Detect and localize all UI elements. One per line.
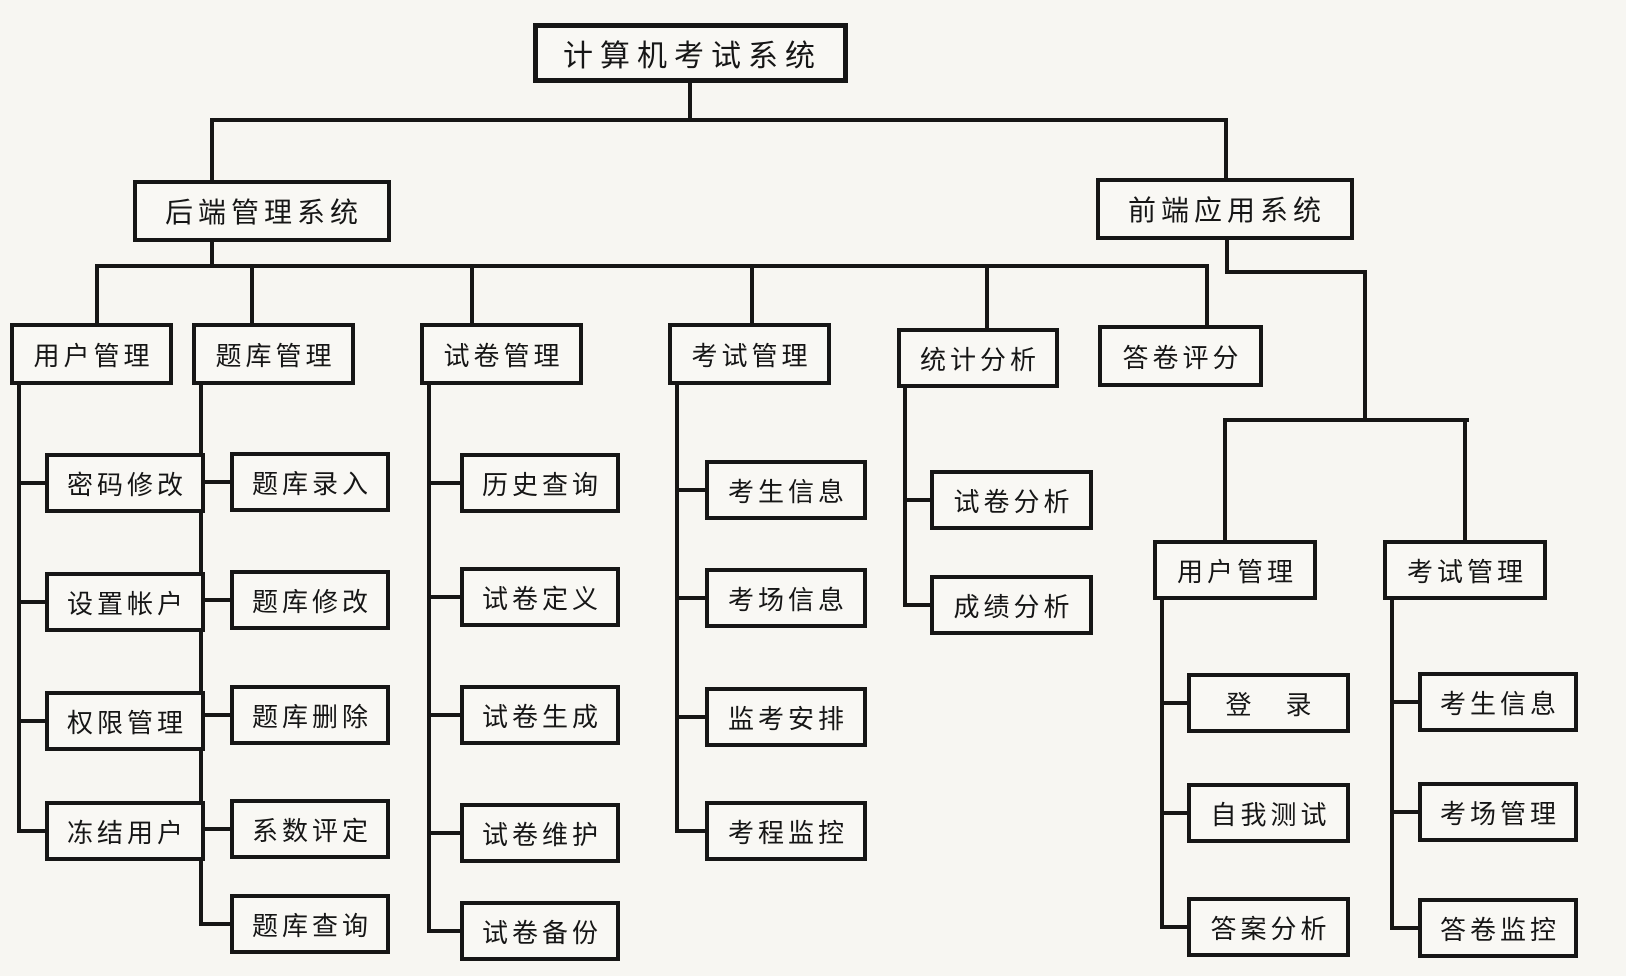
node-bank-delete: 题库删除	[230, 685, 390, 745]
node-paper-maintain: 试卷维护	[460, 803, 620, 863]
connector-line	[95, 264, 1209, 268]
node-paper-define: 试卷定义	[460, 567, 620, 627]
connector-line	[675, 829, 705, 833]
connector-line	[1225, 270, 1367, 274]
connector-line	[427, 831, 460, 835]
node-answer-scoring: 答卷评分	[1098, 325, 1263, 387]
node-answer-analysis: 答案分析	[1187, 897, 1350, 957]
node-self-test: 自我测试	[1187, 783, 1350, 843]
node-invigilation-plan: 监考安排	[705, 687, 867, 747]
node-examinee-info: 考生信息	[705, 460, 867, 520]
connector-line	[1205, 264, 1209, 325]
node-backend-system: 后端管理系统	[133, 180, 391, 242]
connector-line	[199, 827, 230, 831]
connector-line	[427, 595, 460, 599]
node-exam-mgmt: 考试管理	[668, 323, 831, 385]
node-paper-backup: 试卷备份	[460, 901, 620, 961]
node-score-analysis: 成绩分析	[930, 575, 1093, 635]
connector-line	[675, 715, 705, 719]
connector-line	[1160, 925, 1187, 929]
connector-line	[1160, 701, 1187, 705]
connector-line	[1390, 810, 1418, 814]
connector-line	[903, 498, 930, 502]
connector-line	[210, 242, 214, 268]
connector-line	[95, 264, 99, 323]
node-account-setup: 设置帐户	[45, 572, 205, 632]
connector-line	[1363, 270, 1367, 422]
connector-line	[199, 480, 230, 484]
connector-line	[427, 385, 431, 933]
connector-line	[675, 488, 705, 492]
node-root: 计算机考试系统	[533, 23, 848, 83]
connector-line	[17, 385, 21, 833]
connector-line	[210, 118, 1228, 122]
node-fe-user-mgmt: 用户管理	[1153, 540, 1317, 600]
connector-line	[903, 603, 930, 607]
connector-line	[750, 264, 754, 323]
connector-line	[199, 598, 230, 602]
node-examroom-info: 考场信息	[705, 568, 867, 628]
node-freeze-user: 冻结用户	[45, 801, 205, 861]
node-question-bank-mgmt: 题库管理	[192, 323, 355, 385]
node-fe-examinee-info: 考生信息	[1418, 672, 1578, 732]
connector-line	[17, 719, 45, 723]
node-stats-analysis: 统计分析	[897, 328, 1059, 388]
node-examroom-mgmt: 考场管理	[1418, 782, 1578, 842]
connector-line	[17, 481, 45, 485]
connector-line	[1160, 600, 1164, 929]
connector-line	[199, 385, 203, 926]
connector-line	[250, 264, 254, 323]
node-fe-exam-mgmt: 考试管理	[1383, 540, 1547, 600]
connector-line	[427, 713, 460, 717]
connector-line	[17, 600, 45, 604]
node-frontend-system: 前端应用系统	[1096, 178, 1354, 240]
connector-line	[1225, 240, 1229, 274]
node-bank-entry: 题库录入	[230, 452, 390, 512]
node-history-query: 历史查询	[460, 453, 620, 513]
connector-line	[1224, 118, 1228, 178]
node-login: 登 录	[1187, 673, 1350, 733]
node-permission-mgmt: 权限管理	[45, 691, 205, 751]
node-paper-generate: 试卷生成	[460, 685, 620, 745]
connector-line	[688, 83, 692, 120]
connector-line	[210, 118, 214, 180]
node-paper-analysis: 试卷分析	[930, 470, 1093, 530]
connector-line	[1390, 700, 1418, 704]
connector-line	[199, 922, 230, 926]
node-exam-process-monitor: 考程监控	[705, 801, 867, 861]
connector-line	[199, 713, 230, 717]
connector-line	[1390, 600, 1394, 930]
connector-line	[985, 264, 989, 328]
node-paper-mgmt: 试卷管理	[420, 323, 583, 385]
connector-line	[1463, 418, 1467, 540]
connector-line	[1160, 811, 1187, 815]
connector-line	[675, 596, 705, 600]
node-coefficient-rating: 系数评定	[230, 799, 390, 859]
connector-line	[903, 388, 907, 607]
node-password-modify: 密码修改	[45, 453, 205, 513]
node-bank-modify: 题库修改	[230, 570, 390, 630]
node-user-mgmt: 用户管理	[10, 323, 173, 385]
connector-line	[1223, 418, 1227, 540]
node-bank-query: 题库查询	[230, 894, 390, 954]
connector-line	[17, 829, 45, 833]
connector-line	[427, 929, 460, 933]
connector-line	[675, 385, 679, 833]
connector-line	[1390, 926, 1418, 930]
connector-line	[1223, 418, 1469, 422]
connector-line	[427, 481, 460, 485]
connector-line	[470, 264, 474, 323]
node-answersheet-monitor: 答卷监控	[1418, 898, 1578, 958]
